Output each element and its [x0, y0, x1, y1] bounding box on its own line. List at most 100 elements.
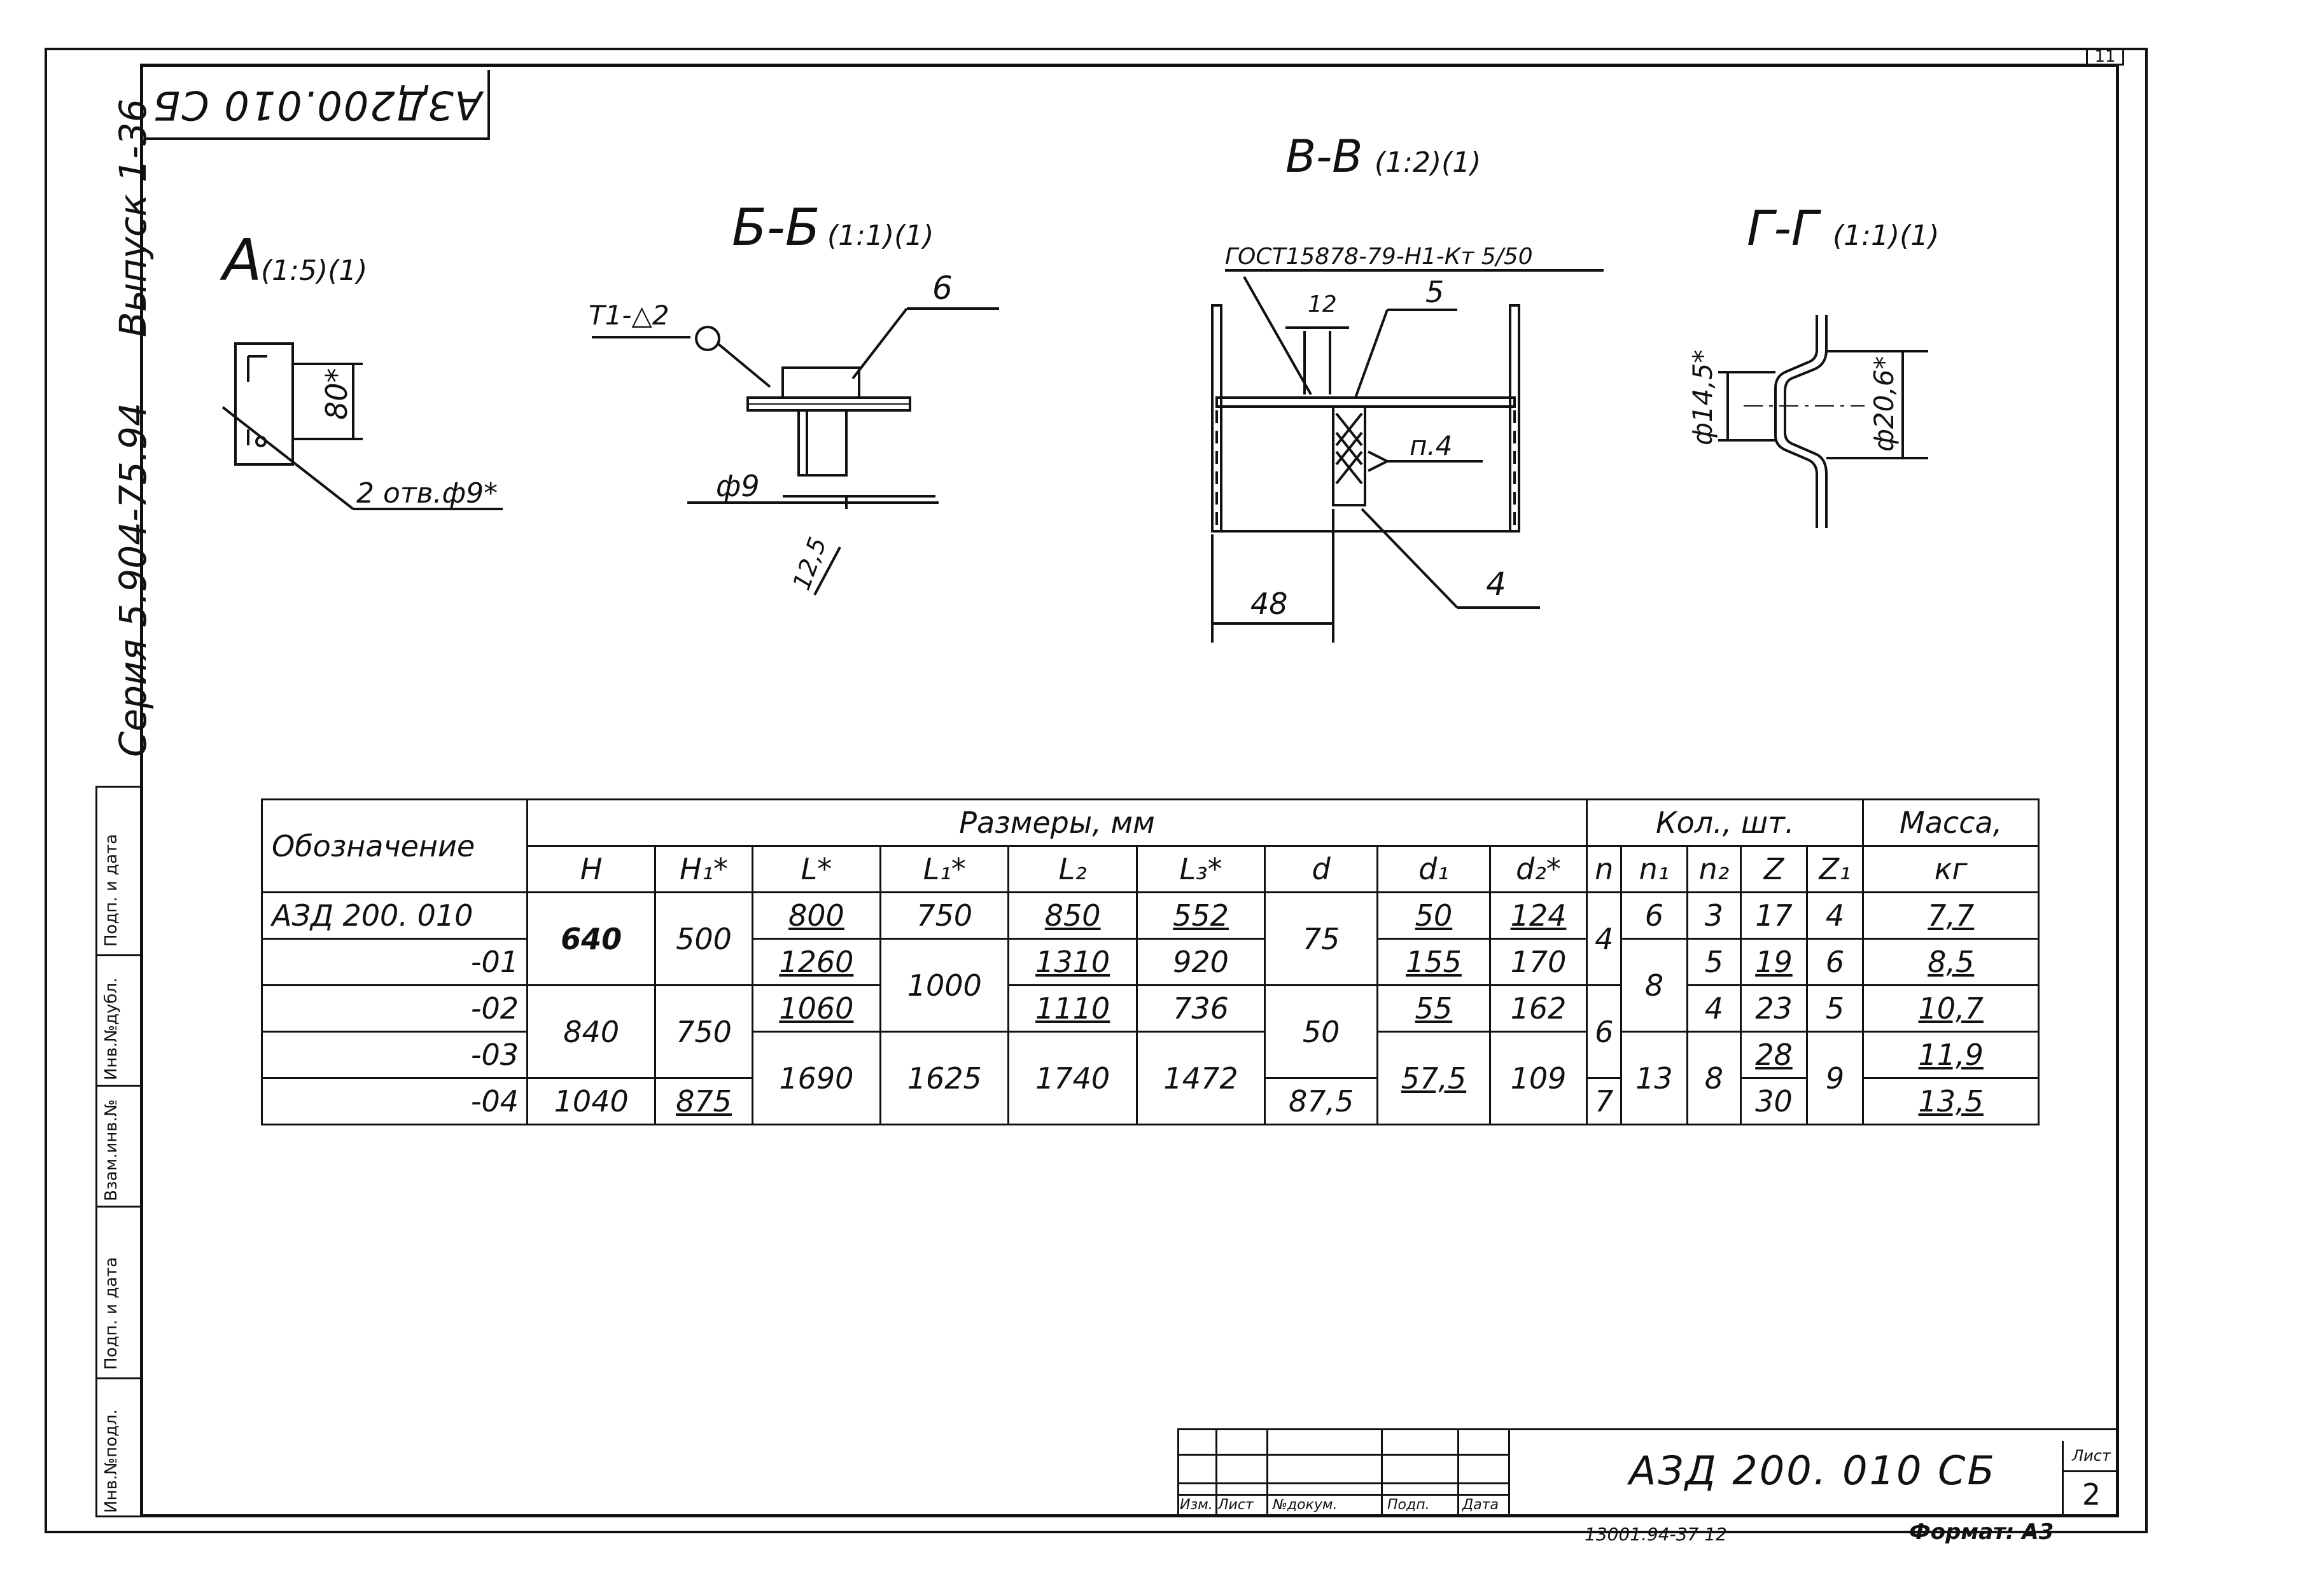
cell-n2: 3 — [1686, 891, 1742, 940]
col-mass-unit: кг — [1862, 845, 2040, 893]
tb-label-change: Изм. — [1180, 1497, 1213, 1513]
cell-L3: 1472 — [1135, 1031, 1266, 1125]
table-row-name: -02 — [261, 984, 528, 1033]
cell-n1: 6 — [1620, 891, 1688, 940]
col-d2: d₂* — [1488, 845, 1588, 893]
cell-n: 4 — [1586, 891, 1623, 986]
view-gg-d2: ф20,6* — [1868, 356, 1900, 452]
cell-n: 7 — [1586, 1077, 1623, 1125]
title-block-grid: Изм. Лист №докум. Подп. Дата — [1177, 1428, 1510, 1517]
cell-L2: 1310 — [1007, 938, 1138, 986]
tb-label-sign: Подп. — [1387, 1497, 1430, 1513]
cell-L1: 1625 — [879, 1031, 1010, 1125]
view-bb-title: Б-Б — [732, 198, 820, 257]
cell-n2: 4 — [1686, 984, 1742, 1033]
cell-mass: 7,7 — [1862, 891, 2040, 940]
cell-L: 1690 — [751, 1031, 882, 1125]
cell-mass: 13,5 — [1862, 1077, 2040, 1125]
cell-Z1: 9 — [1805, 1031, 1865, 1125]
col-H: H — [526, 845, 657, 893]
drawings: А (1:5)(1) 80* 2 отв.ф9* Б-Б (1:1)(1) Т1… — [220, 130, 1939, 643]
cell-H: 640 — [526, 891, 657, 986]
cell-L2: 1110 — [1007, 984, 1138, 1033]
view-vv-dim12: 12 — [1308, 291, 1337, 317]
cell-d: 75 — [1264, 891, 1379, 986]
view-gg-scale: (1:1)(1) — [1833, 219, 1939, 252]
cell-d2: 162 — [1488, 984, 1588, 1033]
corner-sheet-number: 11 — [2086, 48, 2124, 66]
view-a-drawing — [221, 342, 503, 510]
cell-Z: 23 — [1740, 984, 1808, 1033]
view-bb-diameter: ф9 — [716, 469, 760, 503]
cell-d1: 55 — [1376, 984, 1491, 1033]
view-gg-title: Г-Г — [1747, 200, 1822, 256]
tb-label-date: Дата — [1462, 1497, 1499, 1513]
cell-n1: 8 — [1620, 938, 1688, 1033]
sheet-number: 2 — [2082, 1477, 2101, 1512]
cell-L: 1060 — [751, 984, 882, 1033]
table-row-name: -03 — [261, 1031, 528, 1079]
cell-L3: 920 — [1135, 938, 1266, 986]
view-bb-scale: (1:1)(1) — [827, 219, 934, 252]
cell-n1: 13 — [1620, 1031, 1688, 1125]
view-bb-dim: 12,5 — [787, 534, 832, 594]
cell-H: 840 — [526, 984, 657, 1079]
view-vv-pos5: 5 — [1425, 275, 1444, 309]
cell-d1: 50 — [1376, 891, 1491, 940]
cell-d: 50 — [1264, 984, 1379, 1079]
cell-n2: 8 — [1686, 1031, 1742, 1125]
cell-L2: 1740 — [1007, 1031, 1138, 1125]
view-vv-gost: ГОСТ15878-79-Н1-Кт 5/50 — [1225, 244, 1533, 270]
cell-L: 800 — [751, 891, 882, 940]
group-sizes-header: Размеры, мм — [526, 798, 1588, 847]
cell-H1: 500 — [654, 891, 753, 986]
cell-d: 87,5 — [1264, 1077, 1379, 1125]
cell-L2: 850 — [1007, 891, 1138, 940]
view-vv-title: В-В — [1285, 130, 1362, 183]
cell-d2: 109 — [1488, 1031, 1588, 1125]
cell-d2: 170 — [1488, 938, 1588, 986]
view-bb-position: 6 — [932, 270, 953, 307]
col-mass-header: Масса, — [1862, 798, 2040, 847]
cell-L3: 736 — [1135, 984, 1266, 1033]
sheet-label: Лист — [2064, 1441, 2119, 1472]
document-code: АЗД 200. 010 СБ — [1629, 1447, 1996, 1494]
col-L1: L₁* — [879, 845, 1010, 893]
stamp-code-box: АЗД200.010 СБ — [146, 70, 490, 140]
cell-Z: 17 — [1740, 891, 1808, 940]
cell-H1: 750 — [654, 984, 753, 1079]
tb-label-doc: №докум. — [1273, 1497, 1338, 1513]
cell-L1: 750 — [879, 891, 1010, 940]
view-vv-dim48: 48 — [1250, 587, 1288, 621]
spec-table: Обозначение Размеры, мм Кол., шт. Масса,… — [261, 798, 2040, 1125]
view-a-title: А — [220, 227, 262, 294]
cell-mass: 11,9 — [1862, 1031, 2040, 1079]
cell-L: 1260 — [751, 938, 882, 986]
view-a-scale: (1:5)(1) — [261, 254, 367, 287]
cell-d2: 124 — [1488, 891, 1588, 940]
strip-cell-inv-orig: Инв.№подл. — [95, 1377, 140, 1517]
cell-L1: 1000 — [879, 938, 1010, 1033]
col-Z1: Z₁ — [1805, 845, 1865, 893]
view-gg-d1: ф14,5* — [1687, 350, 1718, 445]
format-label: Формат: А3 — [1909, 1519, 2054, 1545]
table-row-name: -04 — [261, 1077, 528, 1125]
cell-H: 1040 — [526, 1077, 657, 1125]
cell-Z1: 5 — [1805, 984, 1865, 1033]
strip-border — [95, 786, 97, 1517]
view-bb-drawing — [592, 307, 999, 595]
title-block: Изм. Лист №докум. Подп. Дата — [1177, 1428, 2119, 1517]
cell-Z: 28 — [1740, 1031, 1808, 1079]
col-n1: n₁ — [1620, 845, 1688, 893]
cell-Z1: 6 — [1805, 938, 1865, 986]
col-name-header: Обозначение — [261, 798, 528, 893]
view-vv-drawing — [1211, 269, 1604, 643]
cell-Z: 30 — [1740, 1077, 1808, 1125]
view-vv-p4: п.4 — [1410, 430, 1453, 461]
col-Z: Z — [1740, 845, 1808, 893]
strip-cell-replace-inv: Взам.инв.№ — [95, 1085, 140, 1206]
view-gg-drawing — [1718, 315, 1928, 528]
cell-mass: 10,7 — [1862, 984, 2040, 1033]
cell-d1: 57,5 — [1376, 1031, 1491, 1125]
view-a-dim: 80* — [319, 368, 354, 420]
